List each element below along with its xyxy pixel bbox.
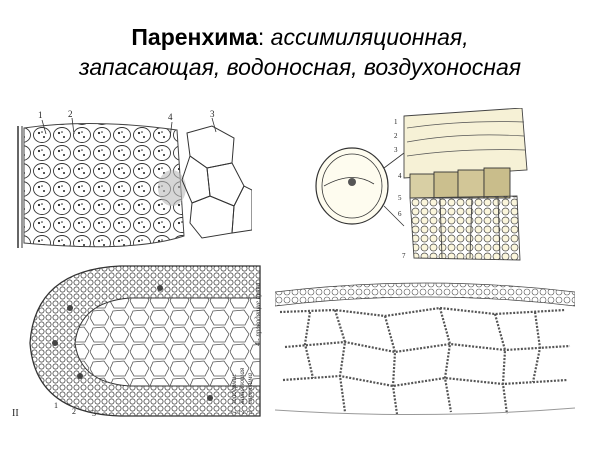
label-top-right-3: 3 bbox=[394, 146, 398, 154]
figure-bottom-right bbox=[275, 282, 575, 416]
label-top-right-2: 2 bbox=[394, 132, 398, 140]
legend-line-2: 2 - запасающая bbox=[238, 368, 246, 414]
figure-top-right: 1 2 3 4 5 6 7 bbox=[315, 108, 528, 261]
title-colon: : bbox=[257, 24, 265, 50]
label-top-left-4: 4 bbox=[168, 112, 173, 122]
legend-line-4: 4 - проводящие пучки bbox=[254, 282, 262, 346]
title-lead: Паренхима bbox=[131, 24, 258, 50]
label-bottom-left-1: 1 bbox=[54, 401, 58, 410]
label-bottom-left-2: 2 bbox=[72, 407, 76, 416]
legend-line-1: 1 - эпидермис bbox=[230, 373, 238, 414]
figure-bottom-left: II 1 2 3 1 - эпидермис 2 - запасающая 3 … bbox=[12, 265, 262, 419]
label-top-right-1: 1 bbox=[394, 118, 398, 126]
label-bottom-left-3: 3 bbox=[92, 409, 96, 418]
figure-top-left: 1 2 4 3 bbox=[17, 109, 252, 248]
title-line2: запасающая, водоносная, воздухоносная bbox=[78, 54, 522, 80]
label-top-right-4: 4 bbox=[398, 172, 402, 180]
label-top-right-5: 5 bbox=[398, 194, 402, 202]
left-digits: II bbox=[12, 408, 19, 419]
label-top-right-7: 7 bbox=[402, 252, 406, 260]
label-top-left-3: 3 bbox=[210, 109, 215, 119]
title-line1-rest: ассимиляционная, bbox=[264, 24, 469, 50]
slide-title: Паренхима: ассимиляционная, запасающая, … bbox=[0, 22, 600, 82]
legend-line-3: 3 - паренхима bbox=[246, 373, 254, 415]
label-top-right-6: 6 bbox=[398, 210, 402, 218]
label-top-left-1: 1 bbox=[38, 110, 43, 120]
label-top-left-2: 2 bbox=[68, 109, 73, 119]
